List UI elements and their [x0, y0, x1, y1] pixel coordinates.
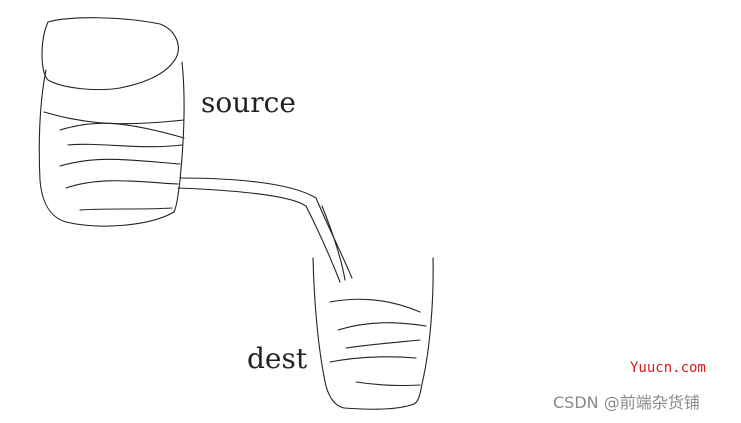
- dest-cup-bottom-edge: [343, 403, 415, 410]
- dest-cup: [312, 257, 434, 410]
- dest-label: dest: [247, 342, 308, 375]
- source-lid: [41, 17, 179, 91]
- dest-cup-left-edge: [312, 257, 345, 409]
- source-liquid-line-5: [65, 180, 179, 189]
- source-liquid-line-4: [59, 158, 181, 167]
- dest-liquid-line-5: [355, 381, 421, 387]
- source-liquid-line-1: [43, 111, 185, 125]
- source-liquid-line-6: [79, 207, 173, 211]
- pour-stream: [177, 177, 353, 283]
- dest-cup-right-edge: [413, 257, 434, 405]
- pour-stream-upper: [179, 177, 353, 279]
- source-left-edge: [38, 69, 67, 223]
- source-liquid-line-2: [59, 122, 185, 139]
- dest-liquid-line-4: [329, 356, 417, 363]
- source-label: source: [201, 86, 296, 119]
- pour-stream-mid: [321, 205, 346, 281]
- csdn-watermark: CSDN @前端杂货铺: [553, 393, 700, 412]
- source-bottom-edge: [65, 211, 175, 227]
- pour-stream-lower: [177, 187, 341, 283]
- dest-liquid-line-3: [345, 339, 421, 349]
- dest-liquid-line-2: [337, 322, 427, 331]
- dest-liquid-line-1: [329, 298, 421, 313]
- source-container: [38, 17, 185, 227]
- source-right-edge: [173, 61, 185, 213]
- source-liquid-line-3: [67, 143, 183, 148]
- site-watermark: Yuucn.com: [630, 360, 706, 376]
